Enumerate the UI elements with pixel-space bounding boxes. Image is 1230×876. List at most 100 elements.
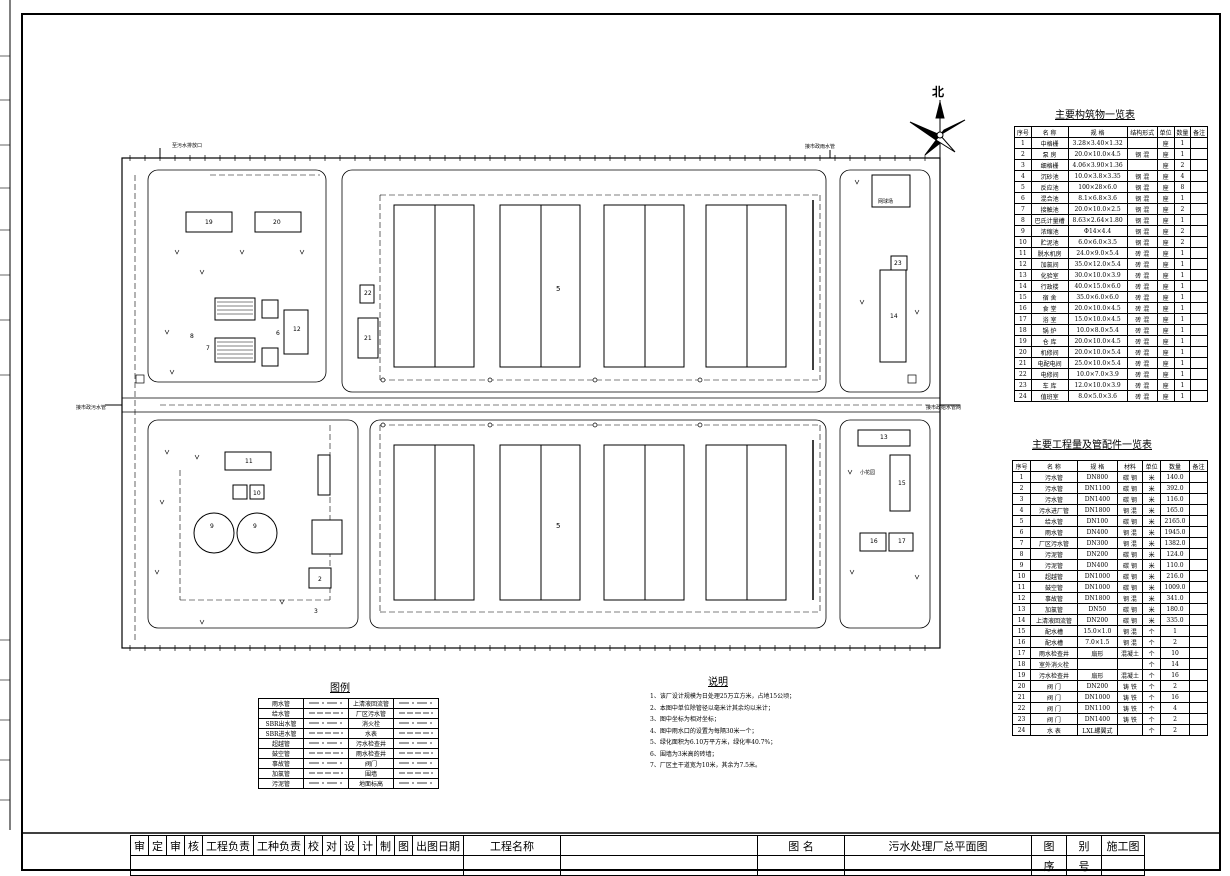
- materials-cell: 15: [1011, 625, 1032, 637]
- structures-cell: 座: [1156, 346, 1175, 358]
- structures-cell: 30.0×10.0×3.9: [1067, 269, 1128, 281]
- materials-cell: 碳 钢: [1116, 559, 1144, 571]
- materials-cell: DN100: [1076, 515, 1118, 527]
- structures-cell: 座: [1156, 324, 1175, 336]
- materials-cell: [1188, 614, 1209, 626]
- structures-cell: 反应池: [1030, 181, 1069, 193]
- structures-cell: 混合池: [1030, 192, 1069, 204]
- materials-cell: 铸 铁: [1116, 680, 1144, 692]
- materials-cell: 铸 铁: [1116, 702, 1144, 714]
- materials-cell: 5: [1011, 515, 1032, 527]
- structures-cell: 砖 混: [1126, 269, 1158, 281]
- structures-cell: [1190, 357, 1208, 369]
- materials-cell: [1188, 559, 1209, 571]
- materials-header-cell: 规 格: [1076, 460, 1118, 472]
- structures-cell: [1190, 203, 1208, 215]
- serial-label: 序: [1031, 855, 1067, 876]
- structures-cell: 锅 炉: [1030, 324, 1069, 336]
- structures-cell: 10.0×8.0×5.4: [1067, 324, 1128, 336]
- legend-label: 雨水管: [258, 698, 304, 709]
- structures-cell: 21: [1014, 357, 1032, 369]
- structures-cell: 14: [1014, 280, 1032, 292]
- roads: [122, 169, 940, 629]
- materials-cell: 2: [1160, 680, 1190, 692]
- structures-cell: [1126, 159, 1158, 171]
- materials-cell: 厂区污水管: [1030, 537, 1078, 549]
- structures-cell: 8.1×6.8×3.6: [1067, 192, 1128, 204]
- materials-cell: 21: [1011, 691, 1032, 703]
- materials-cell: 配水槽: [1030, 625, 1078, 637]
- materials-cell: 392.0: [1160, 482, 1190, 494]
- materials-cell: [1188, 713, 1209, 725]
- legend-symbol: [393, 758, 439, 769]
- materials-cell: 雨水管: [1030, 526, 1078, 538]
- structures-cell: 座: [1156, 148, 1175, 160]
- serial-label-2: 号: [1066, 855, 1102, 876]
- legend-label: SBR出水管: [258, 718, 304, 729]
- legend-label: 水表: [348, 728, 394, 739]
- structures-cell: 15: [1014, 291, 1032, 303]
- materials-cell: 341.0: [1160, 592, 1190, 604]
- structures-cell: 砖 混: [1126, 346, 1158, 358]
- tb-spacer: [130, 855, 464, 876]
- structures-cell: [1190, 159, 1208, 171]
- structures-cell: 砖 混: [1126, 258, 1158, 270]
- bldg-17: 17: [898, 538, 906, 545]
- materials-cell: 9: [1011, 559, 1032, 571]
- materials-cell: 米: [1142, 581, 1162, 593]
- materials-cell: 钢 混: [1116, 537, 1144, 549]
- materials-cell: 米: [1142, 614, 1162, 626]
- materials-cell: 室外消火栓: [1030, 658, 1078, 670]
- structures-cell: 1: [1014, 137, 1032, 149]
- materials-cell: 3: [1011, 493, 1032, 505]
- legend-label: 加氯管: [258, 768, 304, 779]
- structures-cell: 座: [1156, 335, 1175, 347]
- structures-cell: [1190, 214, 1208, 226]
- materials-cell: [1188, 504, 1209, 516]
- structures-cell: 1: [1173, 335, 1192, 347]
- structures-cell: 18: [1014, 324, 1032, 336]
- materials-cell: 7: [1011, 537, 1032, 549]
- bldg-2: 2: [318, 576, 322, 583]
- materials-cell: 鼓空管: [1030, 581, 1078, 593]
- structures-cell: 沉砂池: [1030, 170, 1069, 182]
- legend-row: 给水管厂区污水管: [258, 708, 439, 719]
- structures-cell: Φ14×4.4: [1067, 225, 1128, 237]
- structures-cell: [1190, 236, 1208, 248]
- structures-cell: 9: [1014, 225, 1032, 237]
- materials-header-cell: 序号: [1011, 460, 1032, 472]
- materials-cell: 12: [1011, 592, 1032, 604]
- materials-cell: [1188, 669, 1209, 681]
- tb-cell: 校: [304, 835, 323, 856]
- structures-cell: 座: [1156, 214, 1175, 226]
- materials-cell: DN400: [1076, 526, 1118, 538]
- structures-cell: 加氯间: [1030, 258, 1069, 270]
- legend-symbol: [303, 718, 349, 729]
- structures-cell: 5: [1014, 181, 1032, 193]
- structures-cell: 座: [1156, 357, 1175, 369]
- materials-cell: 14: [1160, 658, 1190, 670]
- structures-cell: 2: [1173, 225, 1192, 237]
- materials-cell: 个: [1142, 724, 1162, 736]
- legend-row: 鼓空管雨水检查井: [258, 748, 439, 759]
- structures-cell: 20.0×10.0×4.5: [1067, 302, 1128, 314]
- materials-cell: 钢 混: [1116, 592, 1144, 604]
- structures-cell: 100×28×6.0: [1067, 181, 1128, 193]
- structures-cell: 砖 混: [1126, 368, 1158, 380]
- materials-cell: 阀 门: [1030, 680, 1078, 692]
- materials-cell: 水 表: [1030, 724, 1078, 736]
- structures-cell: 砖 混: [1126, 280, 1158, 292]
- structures-cell: 砖 混: [1126, 313, 1158, 325]
- structures-cell: 钢 混: [1126, 170, 1158, 182]
- materials-cell: 116.0: [1160, 493, 1190, 505]
- materials-cell: 扇形: [1076, 669, 1118, 681]
- materials-cell: 4: [1160, 702, 1190, 714]
- materials-cell: 配水槽: [1030, 636, 1078, 648]
